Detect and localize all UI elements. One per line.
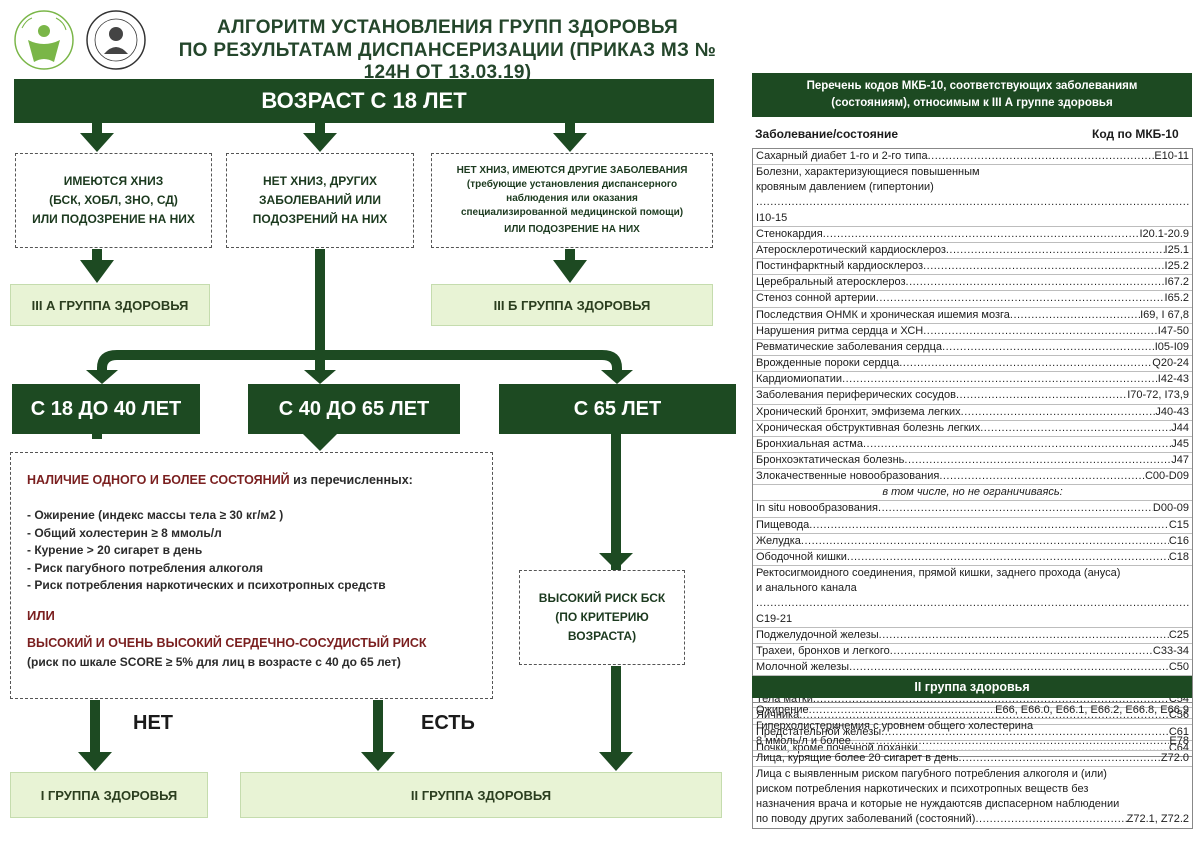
group-1-box: I ГРУППА ЗДОРОВЬЯ [10, 772, 208, 818]
table-row: Ревматические заболевания сердцаI05-I09 [753, 340, 1192, 357]
age-40-65-box: С 40 ДО 65 ЛЕТ [248, 384, 460, 434]
condition-item: - Ожирение (индекс массы тела ≥ 30 кг/м2… [27, 508, 284, 522]
condition-item: - Риск пагубного потребления алкоголя [27, 560, 263, 575]
age-18-plus-box: ВОЗРАСТ С 18 ЛЕТ [14, 79, 714, 123]
page-title-line2: ПО РЕЗУЛЬТАТАМ ДИСПАНСЕРИЗАЦИИ (ПРИКАЗ М… [178, 40, 717, 83]
table-row: Сахарный диабет 1-го и 2-го типаE10-11 [753, 149, 1192, 166]
arrow-40-65-down [303, 434, 337, 451]
group-2-panel-heading: II группа здоровья [752, 676, 1192, 698]
arrow-yes [361, 700, 395, 771]
high-risk-label: ВЫСОКИЙ И ОЧЕНЬ ВЫСОКИЙ СЕРДЕЧНО-СОСУДИС… [27, 635, 427, 650]
arrow-to-3b [553, 249, 587, 283]
column-disease-header: Заболевание/состояние [755, 127, 899, 141]
no-diseases-box: НЕТ ХНИЗ, ДРУГИХ ЗАБОЛЕВАНИЙ ИЛИ ПОДОЗРЕ… [226, 153, 414, 248]
group-3b-box: III Б ГРУППА ЗДОРОВЬЯ [431, 284, 713, 326]
condition-item: - Общий холестерин ≥ 8 ммоль/л [27, 525, 222, 540]
branch-connector [86, 249, 633, 384]
group-2-codes-table: ОжирениеE66, E66.0, E66.1, E66.2, E66.8,… [752, 702, 1193, 829]
arrow-to-3a [80, 249, 114, 283]
table-row: Нарушения ритма сердца и ХСНI47-50 [753, 324, 1192, 340]
arrow-no [78, 700, 112, 771]
page-title-line1: АЛГОРИТМ УСТАНОВЛЕНИЯ ГРУПП ЗДОРОВЬЯ [216, 17, 679, 38]
arrow-65-line [599, 434, 633, 571]
table-row: ПищеводаC15 [753, 518, 1192, 534]
condition-item: - Риск потребления наркотических и психо… [27, 578, 386, 592]
table-row: Врожденные пороки сердцаQ20-24 [753, 356, 1192, 373]
conditions-box: НАЛИЧИЕ ОДНОГО И БОЛЕЕ СОСТОЯНИЙ из пере… [10, 452, 493, 699]
table-row: Бронхоэктатическая болезньJ47 [753, 453, 1192, 470]
table-row: СтенокардияI20.1-20.9 [753, 227, 1192, 243]
other-diseases-box: НЕТ ХНИЗ, ИМЕЮТСЯ ДРУГИЕ ЗАБОЛЕВАНИЯ (тр… [431, 153, 713, 248]
table-row: Поджелудочной железыC25 [753, 628, 1192, 644]
table-row: ОжирениеE66, E66.0, E66.1, E66.2, E66.8,… [753, 703, 1192, 720]
table-row: Заболевания периферических сосудовI70-72… [753, 388, 1192, 405]
table-row: Последствия ОНМК и хроническая ишемия мо… [753, 308, 1192, 324]
table-row: Злокачественные новообразованияC00-D09 [753, 469, 1192, 486]
arrow-main-right [553, 123, 587, 152]
table-row: Молочной железыC50 [753, 660, 1192, 677]
table-row: Хроническая обструктивная болезнь легких… [753, 421, 1192, 437]
group-2-box: II ГРУППА ЗДОРОВЬЯ [240, 772, 722, 818]
table-row: КардиомиопатииI42-43 [753, 372, 1192, 389]
table-note-row: в том числе, но не ограничиваясь: [753, 485, 1192, 502]
table-row: In situ новообразованияD00-09 [753, 501, 1192, 518]
table-row: Лица, курящие более 20 сигарет в деньZ72… [753, 751, 1192, 767]
nmic-logo [14, 10, 74, 70]
table-row: Ободочной кишкиC18 [753, 550, 1192, 567]
table-row: Церебральный атеросклерозI67.2 [753, 275, 1192, 292]
condition-item: - Курение > 20 сигарет в день [27, 543, 203, 557]
column-code-header: Код по МКБ-10 [1092, 127, 1179, 141]
arrow-main-mid [303, 123, 337, 152]
table-row: Хронический бронхит, эмфизема легкихJ40-… [753, 405, 1192, 421]
table-row: ЖелудкаC16 [753, 534, 1192, 550]
arrow-65-down [599, 666, 633, 771]
age-18-40-box: С 18 ДО 40 ЛЕТ [12, 384, 200, 434]
icd-panel-heading: Перечень кодов МКБ-10, соответствующих з… [752, 73, 1192, 117]
arrow-main-left [80, 123, 114, 152]
table-row: Атеросклеротический кардиосклерозI25.1 [753, 243, 1192, 260]
group-3a-box: III А ГРУППА ЗДОРОВЬЯ [10, 284, 210, 326]
table-row: Трахеи, бронхов и легкогоC33-34 [753, 644, 1192, 660]
table-row: Гиперхолистеринемия с уровнем общего хол… [753, 719, 1192, 751]
label-no: НЕТ [133, 712, 173, 734]
high-risk-age-box: ВЫСОКИЙ РИСК БСК (ПО КРИТЕРИЮ ВОЗРАСТА) [519, 570, 685, 665]
has-chronic-diseases-box: ИМЕЮТСЯ ХНИЗ (БСК, ХОБЛ, ЗНО, СД) ИЛИ ПО… [15, 153, 212, 248]
table-row: Бронхиальная астмаJ45 [753, 437, 1192, 453]
table-row: Постинфарктный кардиосклерозI25.2 [753, 259, 1192, 276]
society-seal-logo [86, 10, 146, 70]
conditions-heading: НАЛИЧИЕ ОДНОГО И БОЛЕЕ СОСТОЯНИЙ из пере… [27, 473, 413, 487]
label-yes: ЕСТЬ [421, 712, 475, 734]
arrow-18-40-down [92, 434, 102, 439]
score-note: (риск по шкале SCORE ≥ 5% для лиц в возр… [27, 654, 401, 669]
age-65-box: С 65 ЛЕТ [499, 384, 736, 434]
icd-codes-table: Сахарный диабет 1-го и 2-го типаE10-11Бо… [752, 148, 1193, 757]
conditions-or: ИЛИ [27, 607, 55, 623]
conditions-list: - Ожирение (индекс массы тела ≥ 30 кг/м2… [27, 507, 478, 595]
table-row: Ректосигмоидного соединения, прямой кишк… [753, 566, 1192, 628]
table-row: Лица с выявленным риском пагубного потре… [753, 767, 1192, 828]
table-row: Стеноз сонной артерииI65.2 [753, 291, 1192, 308]
